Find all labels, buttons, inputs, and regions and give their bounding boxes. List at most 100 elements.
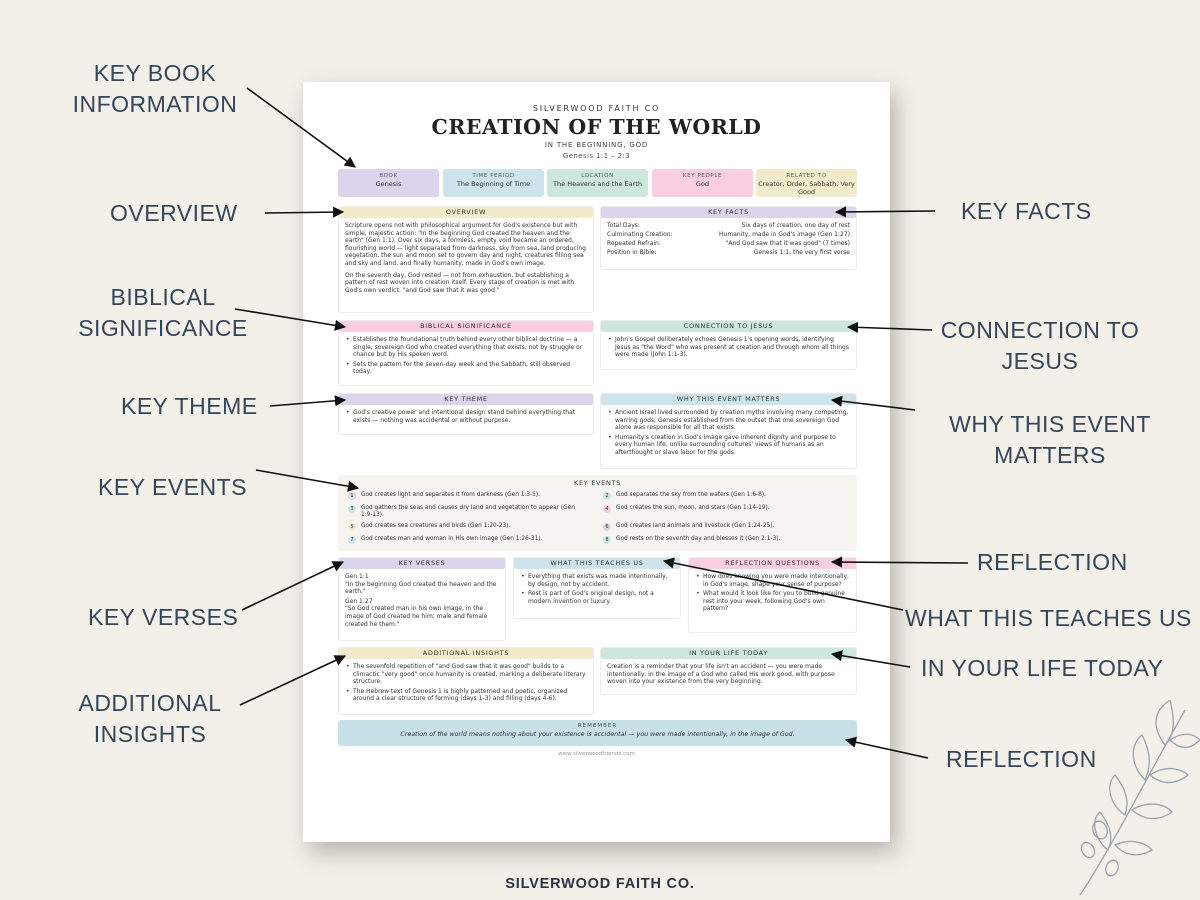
section-body: The sevenfold repetition of "and God saw…: [339, 659, 593, 709]
callout-key-facts: KEY FACTS: [961, 198, 1092, 224]
section-body: John's Gospel deliberately echoes Genesi…: [601, 332, 856, 365]
callout-key-theme: KEY THEME: [121, 393, 258, 419]
callout-line: MATTERS: [994, 442, 1106, 468]
verse-text: "In the beginning God created the heaven…: [345, 580, 497, 596]
callout-key-events: KEY EVENTS: [98, 474, 248, 500]
section-heading: KEY THEME: [339, 394, 593, 405]
info-key-people: KEY PEOPLE God: [652, 169, 753, 197]
callout-why-matters: WHY THIS EVENT MATTERS: [940, 409, 1160, 471]
event-item: 8 God rests on the seventh day and blesse…: [603, 536, 833, 544]
scripture-reference: Genesis 1:1 – 2:3: [562, 152, 631, 160]
key-theme-section: KEY THEME God's creative power and inten…: [338, 393, 594, 435]
section-body: Everything that exists was made intentio…: [514, 569, 680, 611]
section-heading: KEY FACTS: [601, 207, 856, 218]
callout-additional-insights: ADDITIONAL INSIGHTS: [70, 688, 230, 750]
verse-reference: Gen 1:1: [345, 573, 369, 580]
callout-reflection-questions: REFLECTION: [977, 549, 1128, 575]
bullet-item: Ancient Israel lived surrounded by creat…: [607, 409, 850, 432]
sheet-brand: SILVERWOOD FAITH CO: [532, 104, 661, 113]
bullet-item: How does knowing you were made intention…: [695, 573, 850, 588]
callout-line: CONNECTION TO: [940, 317, 1140, 343]
bullet-item: Establishes the foundational truth behin…: [345, 336, 587, 359]
fact-key: Repeated Refrain:: [607, 240, 661, 248]
info-label: LOCATION: [581, 173, 614, 179]
callout-reflection-remember: REFLECTION: [946, 746, 1097, 772]
study-sheet: SILVERWOOD FAITH CO CREATION OF THE WORL…: [303, 82, 890, 842]
info-time-period: TIME PERIOD The Beginning of Time: [443, 169, 544, 197]
bullet-item: Rest is part of God's original design, n…: [520, 590, 674, 605]
callout-line: INFORMATION: [72, 91, 238, 117]
event-number: 2: [603, 492, 611, 500]
section-heading: IN YOUR LIFE TODAY: [601, 648, 856, 659]
callout-biblical-significance: BIBLICAL SIGNIFICANCE: [78, 282, 248, 344]
callout-in-your-life: IN YOUR LIFE TODAY: [921, 655, 1164, 681]
section-heading: REFLECTION QUESTIONS: [689, 558, 856, 569]
callout-key-verses: KEY VERSES: [88, 604, 239, 630]
bullet-item: Humanity's creation in God's image gave …: [607, 434, 850, 457]
event-text: God rests on the seventh day and blesses…: [616, 536, 781, 542]
info-value: The Beginning of Time: [456, 180, 531, 188]
bullet-item: The Hebrew text of Genesis 1 is highly p…: [345, 688, 587, 703]
callout-what-teaches: WHAT THIS TEACHES US: [905, 605, 1192, 631]
key-verses-section: KEY VERSES Gen 1:1 "In the beginning God…: [338, 557, 506, 641]
section-heading: KEY EVENTS: [573, 479, 622, 487]
event-text: God gathers the seas and causes dry land…: [361, 505, 575, 518]
fact-value: Six days of creation, one day of rest: [741, 222, 850, 229]
bullet-item: John's Gospel deliberately echoes Genesi…: [607, 336, 850, 359]
info-label: BOOK: [379, 173, 398, 179]
section-heading: WHAT THIS TEACHES US: [514, 558, 680, 569]
event-number: 1: [348, 492, 356, 500]
connection-section: CONNECTION TO JESUS John's Gospel delibe…: [600, 320, 857, 370]
info-value: God: [695, 180, 710, 188]
section-heading: CONNECTION TO JESUS: [601, 321, 856, 332]
overview-paragraph: Scripture opens not with philosophical a…: [345, 222, 586, 267]
callout-key-book-info: KEY BOOK INFORMATION: [70, 58, 240, 120]
olive-branch-icon: [1079, 700, 1200, 896]
section-body: Scripture opens not with philosophical a…: [339, 218, 593, 302]
info-label: KEY PEOPLE: [682, 173, 723, 179]
callout-line: WHY THIS EVENT: [949, 411, 1151, 437]
fact-row: Repeated Refrain: "And God saw that it wa…: [607, 240, 850, 248]
callout-overview: OVERVIEW: [110, 200, 238, 226]
callout-line: BIBLICAL: [110, 284, 216, 310]
biblical-significance-section: BIBLICAL SIGNIFICANCE Establishes the fo…: [338, 320, 594, 386]
event-text: God creates man and woman in His own ima…: [361, 536, 543, 542]
remember-banner: REMEMBER Creation of the world means not…: [338, 720, 857, 746]
fact-value: "And God saw that it was good" (7 times): [725, 240, 850, 248]
footer-brand: SILVERWOOD FAITH CO.: [505, 876, 695, 892]
overview-section: OVERVIEW Scripture opens not with philos…: [338, 206, 594, 313]
info-book: BOOK Genesis: [338, 169, 439, 197]
event-text: God separates the sky from the waters (G…: [616, 492, 766, 498]
section-heading: OVERVIEW: [339, 207, 593, 218]
info-value: Genesis: [375, 180, 402, 188]
why-matters-section: WHY THIS EVENT MATTERS Ancient Israel li…: [600, 393, 857, 469]
callout-connection-to-jesus: CONNECTION TO JESUS: [935, 315, 1145, 377]
event-number: 8: [603, 536, 611, 544]
info-label: TIME PERIOD: [472, 173, 515, 179]
bullet-item: God's creative power and intentional des…: [345, 409, 587, 424]
info-related-to: RELATED TO Creator, Order, Sabbath, Very…: [756, 169, 857, 197]
what-teaches-section: WHAT THIS TEACHES US Everything that exi…: [513, 557, 681, 619]
event-item: 2 God separates the sky from the waters (…: [603, 492, 833, 500]
event-number: 6: [603, 523, 611, 531]
reflection-questions-section: REFLECTION QUESTIONS How does knowing yo…: [688, 557, 857, 633]
fact-value: Genesis 1:1, the very first verse: [753, 249, 850, 257]
event-text: God creates the sun, moon, and stars (Ge…: [616, 505, 770, 511]
remember-label: REMEMBER: [577, 723, 618, 729]
callout-line: KEY BOOK: [93, 60, 217, 86]
remember-text: Creation of the world means nothing abou…: [400, 731, 795, 738]
fact-value: Humanity, made in God's image (Gen 1:27): [719, 231, 850, 239]
key-facts-section: KEY FACTS Total Days:Six days of creatio…: [600, 206, 857, 270]
info-value: The Heavens and the Earth: [553, 180, 642, 188]
callout-line: SIGNIFICANCE: [78, 315, 248, 341]
additional-insights-section: ADDITIONAL INSIGHTS The sevenfold repeti…: [338, 647, 594, 715]
fact-key: Position in Bible:: [607, 249, 657, 257]
website-url: www.silverwoodfriends.com: [558, 751, 635, 757]
bullet-item: The sevenfold repetition of "and God saw…: [345, 663, 587, 686]
section-body: Total Days:Six days of creation, one day…: [601, 218, 856, 262]
info-label: RELATED TO: [786, 173, 827, 179]
verse-text: "So God created man in his own image, in…: [345, 605, 488, 628]
